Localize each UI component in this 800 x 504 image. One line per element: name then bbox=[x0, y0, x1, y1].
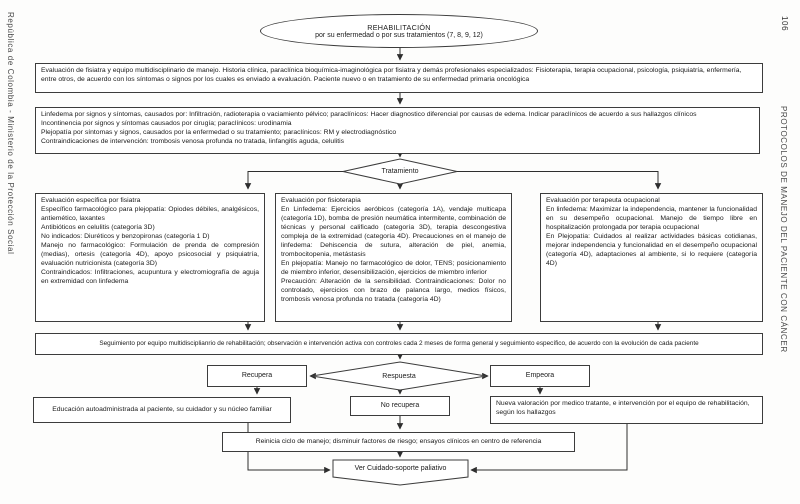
arrow-tratamiento-to-ocupacional bbox=[457, 171, 662, 190]
fisiatra-line: Específico farmacológico para plejopatía… bbox=[41, 205, 259, 222]
respuesta-diamond-shape bbox=[311, 361, 487, 391]
nueva-valoracion-box: Nueva valoración por medico tratante, e … bbox=[490, 396, 763, 424]
terapeuta-ocupacional-box: Evaluación por terapeuta ocupacional En … bbox=[540, 193, 763, 322]
fisiatra-line: Antibióticos en celulitis (categoría 3D) bbox=[41, 223, 155, 231]
page-number: 106 bbox=[780, 16, 789, 32]
empeora-label: Empeora bbox=[525, 372, 555, 380]
empeora-box: Empeora bbox=[490, 365, 590, 387]
sintomas-line: Plejopatía por síntomas y signos, causad… bbox=[41, 128, 397, 136]
left-margin-text: República de Colombia - Ministerio de la… bbox=[6, 12, 15, 255]
fisiatra-title: Evaluación específica por fisiatra bbox=[41, 197, 141, 204]
arrow-nuevavaloracion-to-paliativo bbox=[470, 424, 628, 474]
fisioterapia-line: En plejopatía: Manejo no farmacológico d… bbox=[281, 259, 506, 276]
reinicia-box: Reinicia ciclo de manejo; disminuir fact… bbox=[222, 432, 575, 452]
sintomas-box: Linfedema por signos y síntomas, causado… bbox=[35, 107, 760, 154]
recupera-box: Recupera bbox=[207, 365, 307, 387]
fisioterapia-line: Precaución: Alteración de la sensibilida… bbox=[281, 277, 506, 303]
fisiatra-box: Evaluación específica por fisiatra Espec… bbox=[35, 193, 265, 322]
no-recupera-box: No recupera bbox=[350, 396, 450, 416]
arrow-tratamiento-to-fisiatra bbox=[244, 171, 343, 190]
tratamiento-decision-label: Tratamiento bbox=[381, 168, 419, 175]
seguimiento-text: Seguimiento por equipo multidisciplianri… bbox=[99, 339, 699, 347]
fisioterapia-title: Evaluación por fisioterapia bbox=[281, 197, 361, 204]
ocupacional-line: En Plejopatía: Cuidados al realizar acti… bbox=[546, 232, 757, 267]
paliativo-connector-label: Ver Cuidado-soporte paliativo bbox=[354, 465, 447, 472]
nueva-valoracion-text: Nueva valoración por medico tratante, e … bbox=[496, 400, 750, 416]
educacion-box: Educación autoadministrada al paciente, … bbox=[33, 397, 291, 423]
evaluacion-fisiatra-box: Evaluación de fisiatra y equipo multidis… bbox=[35, 63, 763, 93]
evaluacion-text: Evaluación de fisiatra y equipo multidis… bbox=[41, 67, 742, 83]
right-margin-text: PROTOCOLOS DE MANEJO DEL PACIENTE CON CÁ… bbox=[779, 106, 788, 353]
reinicia-text: Reinicia ciclo de manejo; disminuir fact… bbox=[255, 437, 542, 445]
seguimiento-box: Seguimiento por equipo multidisciplianri… bbox=[35, 333, 763, 355]
respuesta-decision-label: Respuesta bbox=[382, 372, 416, 380]
ocupacional-title: Evaluación por terapeuta ocupacional bbox=[546, 197, 660, 204]
no-recupera-label: No recupera bbox=[380, 402, 420, 410]
fisiatra-line: Contraindicados: Infiltraciones, acupunt… bbox=[41, 268, 259, 285]
recupera-label: Recupera bbox=[241, 372, 273, 380]
start-subtitle: por su enfermedad o por sus tratamientos… bbox=[315, 32, 483, 39]
start-title: REHABILITACIÓN bbox=[367, 23, 431, 32]
sintomas-line: Incontinencia por signos y síntomas caus… bbox=[41, 119, 292, 127]
palliative-connector-shape bbox=[332, 459, 469, 486]
tratamiento-diamond-shape bbox=[342, 158, 458, 185]
fisioterapia-box: Evaluación por fisioterapia En Linfedema… bbox=[275, 193, 512, 322]
start-terminator: REHABILITACIÓN por su enfermedad o por s… bbox=[260, 14, 538, 48]
educacion-text: Educación autoadministrada al paciente, … bbox=[52, 405, 272, 413]
fisioterapia-line: En Linfedema: Ejercicios aeróbicos (cate… bbox=[281, 205, 506, 258]
sintomas-line: Linfedema por signos y síntomas, causado… bbox=[41, 111, 697, 118]
fisiatra-line: Manejo no farmacológico: Formulación de … bbox=[41, 241, 259, 267]
ocupacional-line: En linfedema: Maximizar la independencia… bbox=[546, 205, 757, 231]
sintomas-line: Contraindicaciones de intervención: trom… bbox=[41, 137, 345, 145]
fisiatra-line: No indicados: Diuréticos y benzopironas … bbox=[41, 232, 210, 240]
